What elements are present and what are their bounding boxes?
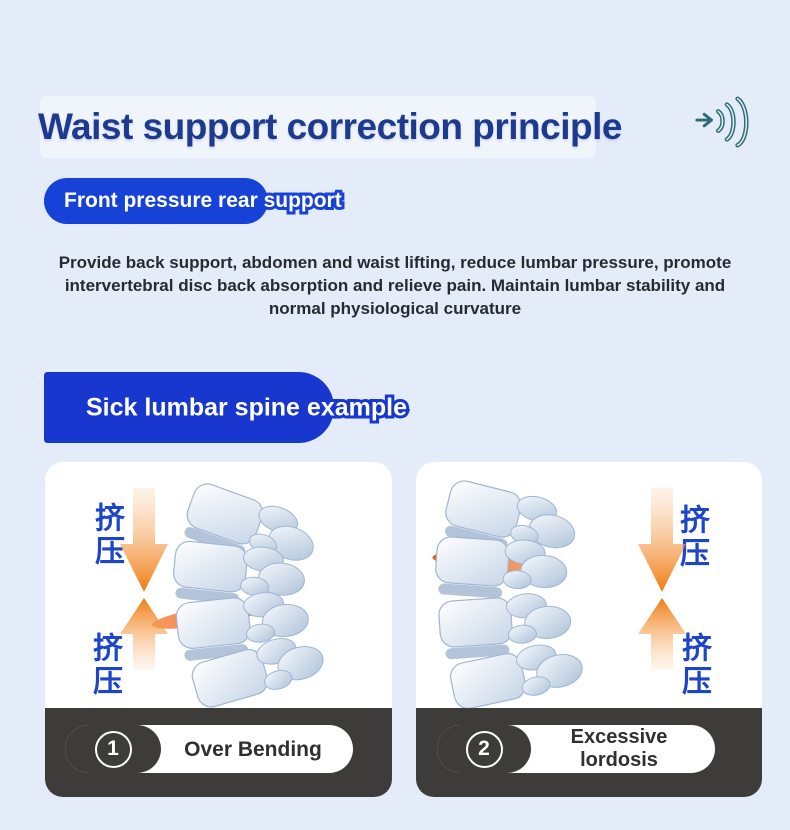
description-text: Provide back support, abdomen and waist … (58, 253, 732, 318)
arrow-down-icon (638, 488, 686, 592)
arrow-up-icon (638, 598, 686, 670)
compression-label-bottom: 挤压 (88, 632, 121, 698)
example-panel-over-bending: 挤压 挤压 1 Over Bending (45, 462, 392, 797)
badge-label-outline: Front pressure rear support (61, 186, 345, 215)
title-backdrop (40, 96, 596, 158)
page-title: Waist support correction principle (38, 106, 622, 147)
spine-illustration-extended (432, 480, 583, 709)
compression-label-top: 挤压 (90, 502, 123, 568)
badge-background (44, 178, 268, 224)
section-label-outline: Sick lumbar spine example (83, 390, 410, 424)
caption-bar: 1 Over Bending (45, 708, 392, 797)
front-pressure-badge: Front pressure rear support Front pressu… (44, 178, 345, 224)
compression-label-top: 挤压 (675, 504, 708, 570)
caption-text: Excessive lordosis (570, 726, 668, 771)
compression-label-bottom: 挤压 (677, 632, 710, 698)
arrow-up-icon (120, 598, 168, 670)
number-segment: 2 (437, 725, 531, 773)
example-panel-excessive-lordosis: 挤压 挤压 2 Excessive lordosis (416, 462, 762, 797)
spine-illustration-flexed (151, 483, 324, 708)
arrow-down-icon (120, 488, 168, 592)
number-segment: 1 (65, 725, 161, 773)
section-label-sick-lumbar: Sick lumbar spine example Sick lumbar sp… (44, 372, 410, 443)
section-label-background (44, 372, 334, 443)
caption-bar: 2 Excessive lordosis (416, 708, 762, 797)
sound-waves-icon[interactable] (694, 96, 756, 148)
caption-pill: 1 Over Bending (65, 725, 353, 773)
number-badge: 2 (465, 730, 503, 768)
badge-label: Front pressure rear support (64, 189, 342, 212)
section-label-text: Sick lumbar spine example (86, 393, 407, 421)
caption-text: Over Bending (184, 737, 322, 761)
number-badge: 1 (94, 730, 132, 768)
caption-pill: 2 Excessive lordosis (437, 725, 715, 773)
